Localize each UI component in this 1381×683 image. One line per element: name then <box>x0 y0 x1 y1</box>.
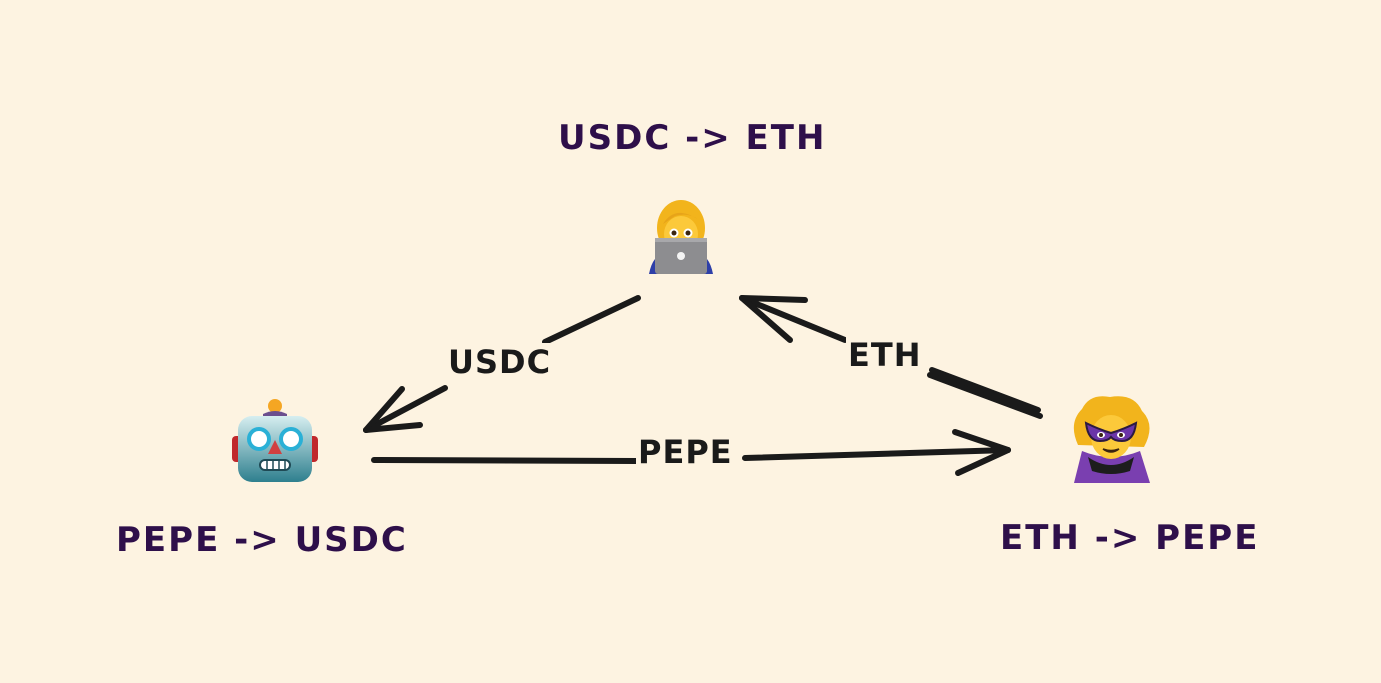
technologist-woman-icon <box>645 198 717 278</box>
edge-label-eth: ETH <box>846 336 924 374</box>
arrow-left-to-right <box>371 429 1011 476</box>
node-title-right: ETH -> PEPE <box>1000 518 1260 558</box>
arrow-top-to-left <box>363 295 641 433</box>
node-title-left: PEPE -> USDC <box>116 520 408 560</box>
node-title-top: USDC -> ETH <box>558 118 827 158</box>
arrow-right-to-top <box>739 295 1043 419</box>
edge-label-pepe: PEPE <box>636 433 735 471</box>
robot-face-icon <box>232 396 318 488</box>
edge-label-usdc: USDC <box>446 343 554 381</box>
supervillain-woman-icon <box>1064 393 1158 487</box>
